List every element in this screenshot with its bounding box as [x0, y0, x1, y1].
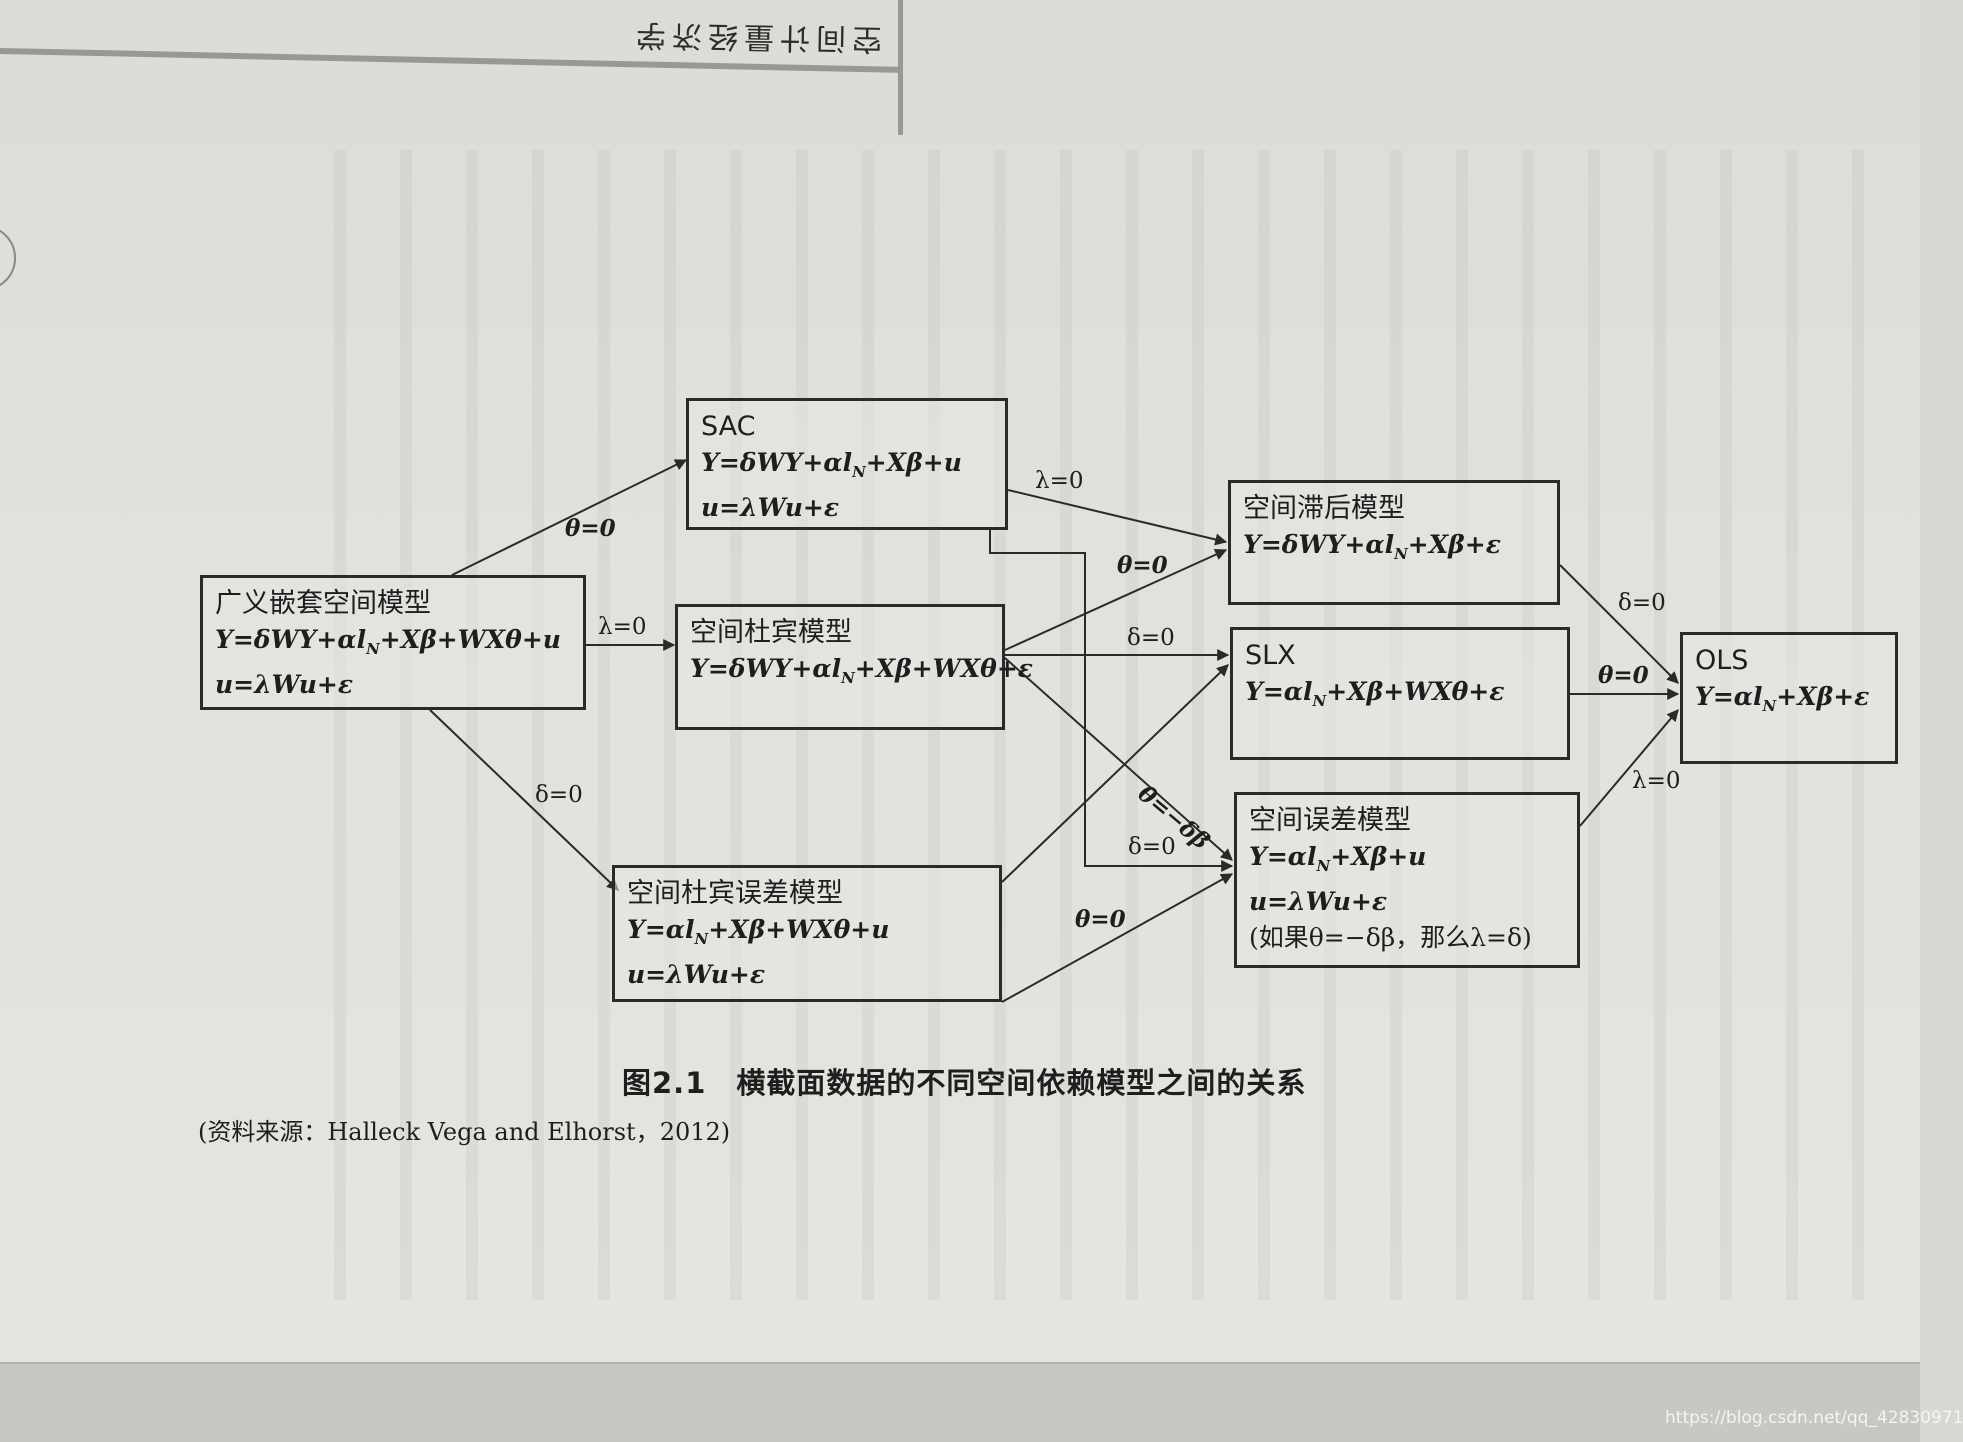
- edge-label-sac-sem: δ=0: [1128, 834, 1176, 860]
- node-sem: 空间误差模型 Y=αlN+Xβ+u u=λWu+ε (如果θ=−δβ，那么λ=δ…: [1234, 792, 1580, 968]
- node-slx: SLX Y=αlN+Xβ+WXθ+ε: [1230, 627, 1570, 760]
- edge-label-gns-sdm: λ=0: [598, 614, 647, 640]
- diagram-arrows: [429, 459, 1680, 1003]
- node-equation: u=λWu+ε: [1249, 887, 1388, 916]
- edge-sem-ols: [1579, 709, 1679, 827]
- node-equation: u=λWu+ε: [215, 670, 354, 699]
- edge-sac-sem: [989, 530, 1234, 872]
- node-title: 广义嵌套空间模型: [215, 588, 431, 619]
- node-title: OLS: [1695, 645, 1749, 676]
- header-vertical-rule: [898, 0, 903, 135]
- node-equation: u=λWu+ε: [701, 493, 840, 522]
- node-sar: 空间滞后模型 Y=δWY+αlN+Xβ+ε: [1228, 480, 1560, 605]
- edge-label-gns-sac: θ=0: [565, 515, 616, 542]
- edge-label-sar-ols: δ=0: [1618, 590, 1666, 616]
- node-equation: Y=αlN+Xβ+ε: [1695, 682, 1870, 715]
- edge-sac-sar: [1007, 489, 1228, 546]
- node-title: 空间误差模型: [1249, 805, 1411, 836]
- edge-sdem-slx: [1001, 664, 1229, 883]
- node-equation: u=λWu+ε: [627, 960, 766, 989]
- node-equation: Y=δWY+αlN+Xβ+u: [701, 448, 962, 481]
- edge-label-gns-sdem: δ=0: [535, 782, 583, 808]
- page-bottom-edge: [0, 1362, 1920, 1442]
- node-title: 空间滞后模型: [1243, 493, 1405, 524]
- edge-sdem-sem: [1001, 873, 1234, 1003]
- watermark: https://blog.csdn.net/qq_42830971: [1665, 1408, 1963, 1428]
- edge-label-sac-sar: λ=0: [1035, 468, 1084, 494]
- edge-sdm-sar: [1004, 548, 1228, 651]
- edge-label-sdm-slx: δ=0: [1127, 625, 1175, 651]
- node-gns: 广义嵌套空间模型 Y=δWY+αlN+Xβ+WXθ+u u=λWu+ε: [200, 575, 586, 710]
- node-sdm: 空间杜宾模型 Y=δWY+αlN+Xβ+WXθ+ε: [675, 604, 1033, 730]
- node-sdem: 空间杜宾误差模型 Y=αlN+Xβ+WXθ+u u=λWu+ε: [612, 865, 1002, 1002]
- figure-source: (资料来源：Halleck Vega and Elhorst，2012): [198, 1118, 731, 1146]
- edge-gns-sac: [451, 459, 688, 576]
- edge-label-sdm-sar: θ=0: [1117, 552, 1168, 579]
- node-equation: Y=δWY+αlN+Xβ+WXθ+u: [215, 625, 561, 658]
- node-title: 空间杜宾模型: [690, 617, 852, 648]
- node-title: SLX: [1245, 640, 1296, 671]
- edge-sdm-sem: [1004, 657, 1233, 861]
- node-sac: SAC Y=δWY+αlN+Xβ+u u=λWu+ε: [686, 398, 1008, 530]
- node-equation: Y=δWY+αlN+Xβ+WXθ+ε: [690, 654, 1033, 687]
- edge-label-sem-ols: λ=0: [1632, 768, 1681, 794]
- figure-caption: 图2.1 横截面数据的不同空间依赖模型之间的关系: [622, 1066, 1307, 1100]
- node-equation: Y=αlN+Xβ+WXθ+ε: [1245, 677, 1505, 710]
- edge-gns-sdem: [429, 709, 619, 891]
- node-note: (如果θ=−δβ，那么λ=δ): [1249, 923, 1532, 952]
- edge-label-sdem-sem: θ=0: [1075, 906, 1126, 933]
- node-title: 空间杜宾误差模型: [627, 878, 843, 909]
- node-equation: Y=αlN+Xβ+WXθ+u: [627, 915, 890, 948]
- node-equation: Y=δWY+αlN+Xβ+ε: [1243, 530, 1501, 563]
- node-title: SAC: [701, 411, 756, 442]
- edge-sar-ols: [1559, 564, 1679, 684]
- edge-label-slx-ols: θ=0: [1598, 662, 1649, 689]
- node-ols: OLS Y=αlN+Xβ+ε: [1680, 632, 1898, 764]
- node-equation: Y=αlN+Xβ+u: [1249, 842, 1427, 875]
